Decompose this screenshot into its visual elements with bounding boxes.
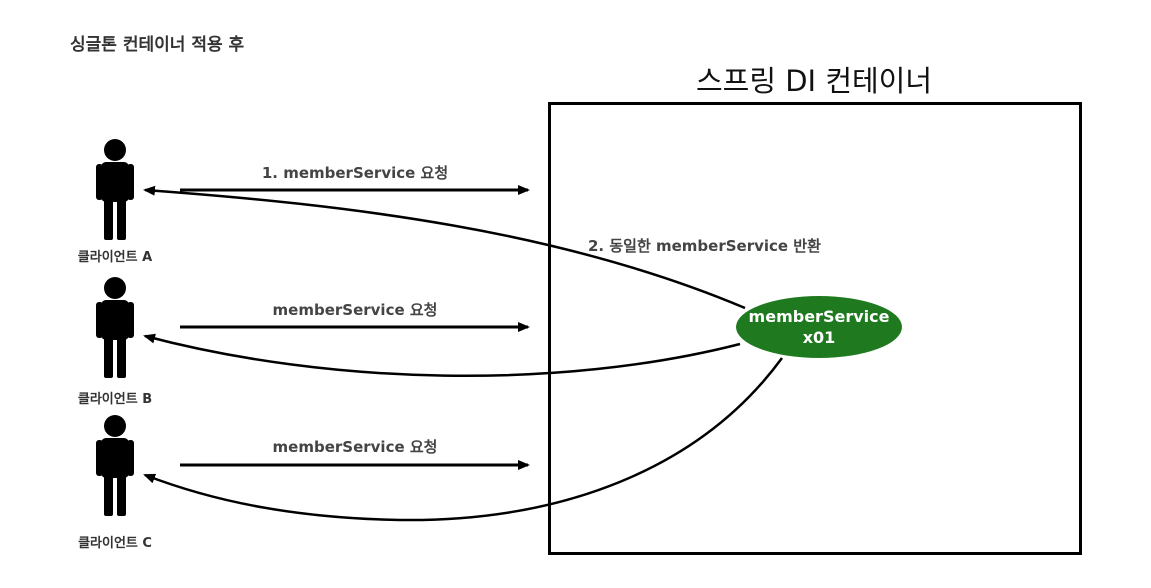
spring-di-container-box: [548, 102, 1082, 555]
page-heading: 싱글톤 컨테이너 적용 후: [70, 35, 245, 55]
return-label: 2. 동일한 memberService 반환: [588, 237, 821, 255]
return-arrow-a: [143, 185, 746, 310]
container-title: 스프링 DI 컨테이너: [695, 64, 933, 98]
client-label-a: 클라이언트 A: [77, 250, 153, 265]
client-label-b: 클라이언트 B: [77, 392, 153, 407]
member-service-bean: memberService x01: [736, 296, 902, 358]
bean-instance-id: x01: [802, 328, 836, 347]
client-label-c: 클라이언트 C: [78, 536, 152, 551]
person-icon: [96, 139, 134, 240]
return-arrow-b: [143, 333, 741, 378]
bean-name: memberService: [748, 307, 890, 326]
return-arrow-c: [143, 357, 784, 522]
request-label-a: 1. memberService 요청: [261, 164, 449, 182]
person-icon: [96, 415, 134, 516]
request-label-b: memberService 요청: [272, 301, 438, 319]
request-label-c: memberService 요청: [272, 438, 438, 456]
person-icon: [96, 277, 134, 378]
